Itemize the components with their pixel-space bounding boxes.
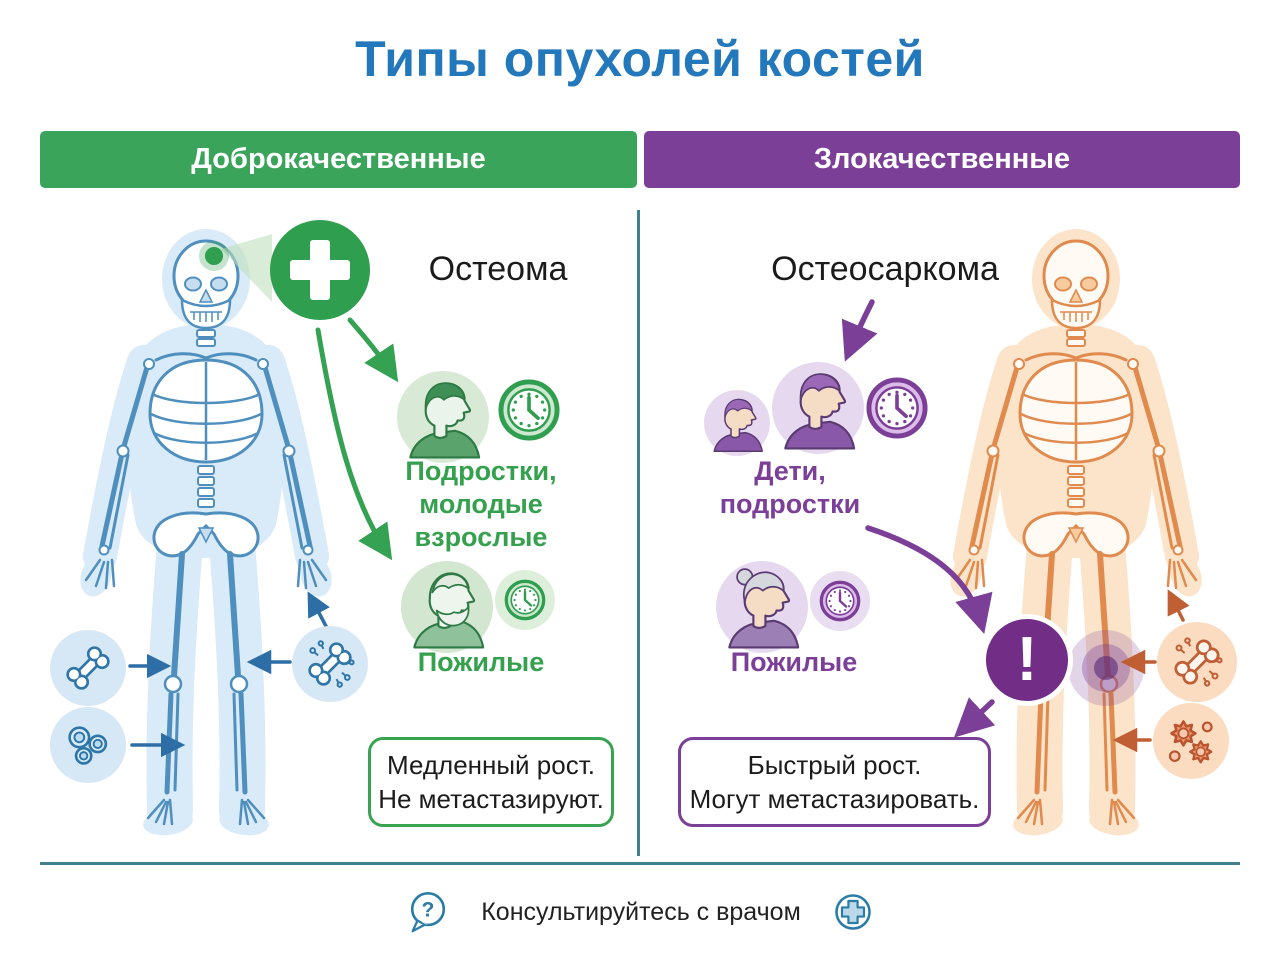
benign-note-box: Медленный рост. Не метастазируют.: [368, 737, 614, 827]
malignant-tumor-name: Остеосаркома: [771, 250, 999, 288]
malignant-age-secondary: Пожилые: [730, 647, 858, 677]
bone-icon: [62, 642, 114, 694]
clock-icon-malignant-2: [818, 579, 862, 623]
malignant-note-line1: Быстрый рост.: [747, 750, 922, 780]
exclamation-glyph: !: [1016, 625, 1038, 694]
arrow-osteoma-to-teens: [347, 317, 399, 383]
malignant-age-primary: Дети, подростки: [690, 455, 890, 521]
header-malignant: Злокачественные: [644, 131, 1240, 188]
malignant-note-line2: Могут метастазировать.: [689, 784, 980, 814]
clock-icon-malignant-1: [864, 375, 930, 441]
elderly-avatar-benign: [401, 561, 493, 653]
benign-note-line1: Медленный рост.: [387, 750, 595, 780]
magnifier-cone: [221, 234, 272, 302]
footer-advice-text: Консультируйтесь с врачом: [481, 897, 801, 926]
benign-age-primary: Подростки, молодые взрослые: [352, 455, 610, 554]
benign-age-secondary: Пожилые: [417, 647, 545, 677]
plus-icon: [290, 240, 350, 300]
old-man-profile-icon: [404, 564, 490, 650]
clock-icon-benign-1: [496, 377, 562, 443]
osteoma-tumor-spot: [205, 247, 223, 265]
affected-bone-bubble-benign: [292, 626, 368, 702]
child-avatar-malignant: [704, 390, 770, 456]
old-woman-profile-icon: [719, 564, 805, 650]
bone-with-dots-icon: [1170, 635, 1224, 689]
page-title: Типы опухолей костей: [355, 31, 925, 87]
clock-icon-benign-2: [503, 578, 547, 622]
malignant-age-primary-line1: Дети,: [754, 456, 826, 486]
cells-icon: [62, 719, 114, 771]
header-benign: Доброкачественные: [40, 131, 637, 188]
footer-advice: Консультируйтесь с врачом: [0, 884, 1280, 940]
column-divider: [637, 210, 640, 856]
cancer-cells-icon: [1165, 715, 1217, 767]
arrow-bone2-to-thigh: [307, 591, 330, 630]
benign-tumor-name: Остеома: [428, 250, 568, 288]
warning-icon: !: [981, 614, 1073, 706]
arrow-osteoma-to-elderly: [315, 327, 393, 561]
footer-divider: [40, 862, 1240, 865]
cancer-cells-bubble: [1153, 703, 1229, 779]
bone-with-dots-icon: [304, 638, 356, 690]
teen-profile-icon: [775, 365, 861, 451]
malignant-note-box: Быстрый рост. Могут метастазировать.: [678, 737, 991, 827]
benign-note-line2: Не метастазируют.: [378, 784, 604, 814]
medical-cross-icon: [831, 890, 875, 934]
osteosarcoma-knee-tumor: [1068, 630, 1144, 706]
arrow-bone-to-femur: [1167, 589, 1190, 622]
child-profile-icon: [707, 393, 767, 453]
young-man-profile-icon: [400, 374, 486, 460]
benign-age-primary-line1: Подростки,: [405, 456, 557, 486]
clock-bubble-malignant: [810, 571, 870, 631]
healthy-cells-bubble: [50, 707, 126, 783]
affected-bone-bubble-malignant: [1157, 622, 1237, 702]
healthy-bone-bubble: [50, 630, 126, 706]
elderly-avatar-malignant: [716, 561, 808, 653]
benign-plus-icon: [270, 220, 370, 320]
teen-avatar-malignant: [772, 362, 864, 454]
teen-avatar-benign: [397, 371, 489, 463]
malignant-age-primary-line2: подростки: [719, 489, 861, 519]
question-bubble-icon: [405, 888, 451, 936]
benign-age-primary-line2: молодые взрослые: [414, 489, 548, 552]
arrow-children-to-warning: [865, 525, 993, 634]
arrow-warning-to-note: [953, 697, 996, 738]
arrow-osteosarcoma-to-children: [841, 299, 878, 362]
clock-bubble-benign: [495, 570, 555, 630]
